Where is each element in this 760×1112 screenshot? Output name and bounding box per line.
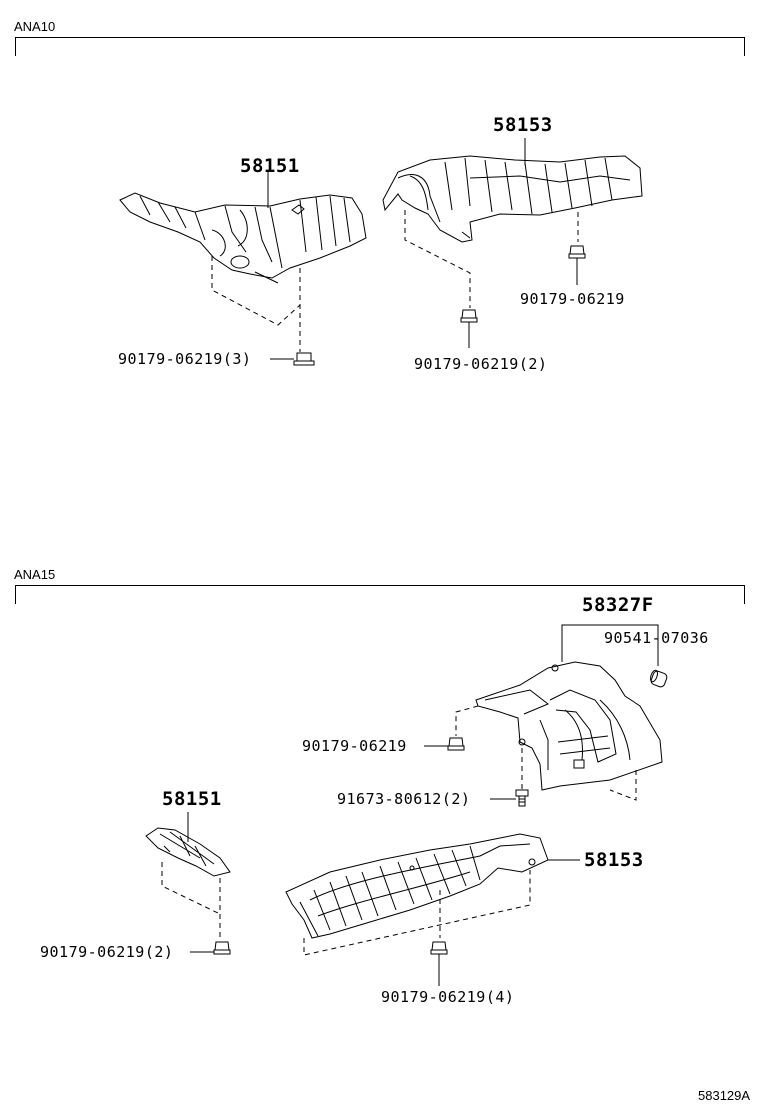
callout-nut-small-ana15: 90179-06219(2) [40,943,174,961]
leader-dashed-58327f [455,705,637,801]
leader-dashed-58151-ana10 [211,256,301,352]
heat-insulator-58153-ana15 [285,833,549,939]
section-bracket-ana15 [15,585,745,604]
callout-part-58151-ana10: 58151 [240,155,300,177]
section-bracket-ana10 [15,37,745,56]
heat-insulator-58151-ana10 [119,192,367,284]
callout-part-58327f-ana15: 58327F [582,594,654,616]
nut-icon [293,352,315,366]
callout-bolt-ana15: 91673-80612(2) [337,790,471,808]
callout-clip-ana15: 90541-07036 [604,629,709,647]
callout-nut-left-ana10: 90179-06219(3) [118,350,252,368]
callout-part-58153-ana15: 58153 [584,849,644,871]
leader-dashed-58153-ana10 [404,210,579,308]
callout-nut-right-ana10: 90179-06219 [520,290,625,308]
leader-dashed-58153-ana15 [303,870,531,956]
callout-nut-mid-ana10: 90179-06219(2) [414,355,548,373]
callout-part-58153-ana10: 58153 [493,114,553,136]
nut-icon [213,941,231,955]
section-label-ana10: ANA10 [14,19,56,34]
section-label-ana15: ANA15 [14,567,56,582]
heat-insulator-58327f-ana15 [475,661,663,791]
nut-icon [460,309,478,323]
nut-icon [430,941,448,955]
callout-nut-long-ana15: 90179-06219(4) [381,988,515,1006]
nut-icon [568,245,586,259]
clip-icon [650,669,668,688]
leader-dashed-58151-ana15 [161,862,221,940]
nut-icon [447,737,465,751]
heat-insulator-58151-ana15 [145,827,231,877]
callout-nut-upper-ana15: 90179-06219 [302,737,407,755]
callout-part-58151-ana15: 58151 [162,788,222,810]
heat-insulator-58153-ana10 [382,155,643,243]
figure-id: 583129A [698,1088,751,1103]
bolt-icon [515,789,529,807]
